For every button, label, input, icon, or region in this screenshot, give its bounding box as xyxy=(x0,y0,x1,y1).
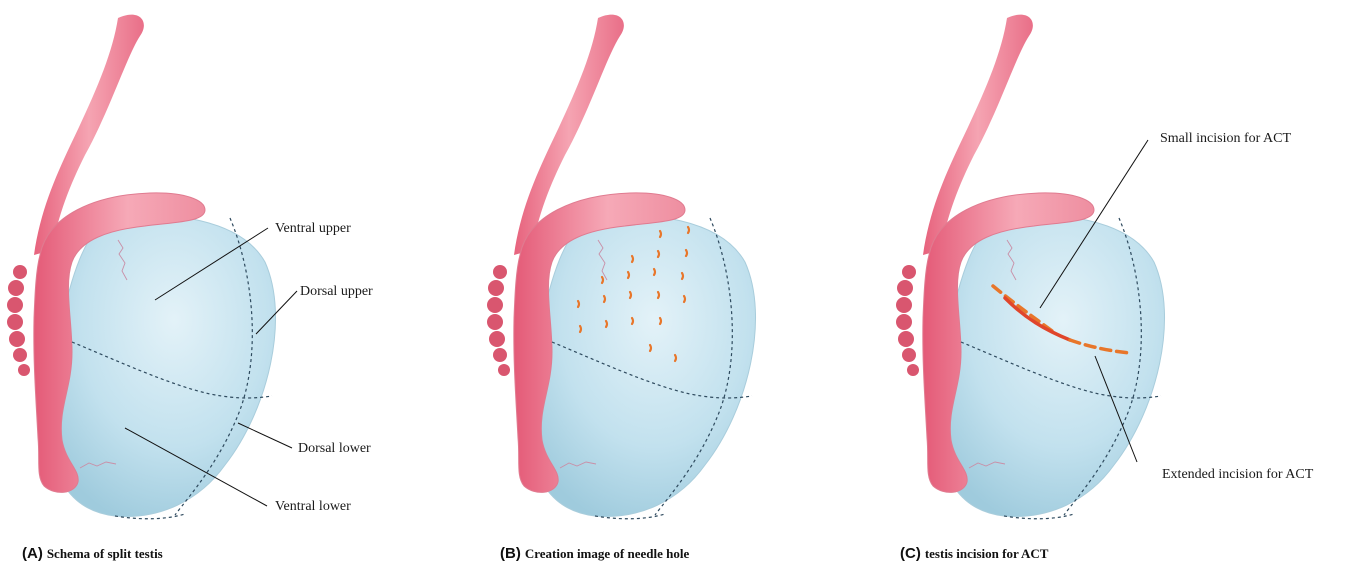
caption-c-letter: (C) xyxy=(900,545,921,562)
label-dorsal-upper: Dorsal upper xyxy=(300,284,373,299)
caption-c-text: testis incision for ACT xyxy=(925,546,1049,561)
caption-c: (C) testis incision for ACT xyxy=(900,545,1048,563)
label-small-incision: Small incision for ACT xyxy=(1160,131,1292,146)
caption-a-letter: (A) xyxy=(22,545,43,562)
caption-a: (A) Schema of split testis xyxy=(22,545,163,563)
testis-illustration-b xyxy=(487,15,756,519)
panel-b xyxy=(487,15,756,519)
label-dorsal-lower: Dorsal lower xyxy=(298,441,371,456)
testis-illustration-c xyxy=(896,15,1165,519)
panel-c: Small incision for ACT Extended incision… xyxy=(896,15,1314,519)
label-extended-incision: Extended incision for ACT xyxy=(1162,467,1314,482)
caption-a-text: Schema of split testis xyxy=(47,546,163,561)
testis-illustration-a xyxy=(7,15,276,519)
caption-b-letter: (B) xyxy=(500,545,521,562)
panel-a: Ventral upper Dorsal upper Dorsal lower … xyxy=(7,15,373,519)
label-ventral-lower: Ventral lower xyxy=(275,499,351,514)
caption-b-text: Creation image of needle hole xyxy=(525,546,689,561)
label-ventral-upper: Ventral upper xyxy=(275,221,351,236)
caption-b: (B) Creation image of needle hole xyxy=(500,545,689,563)
